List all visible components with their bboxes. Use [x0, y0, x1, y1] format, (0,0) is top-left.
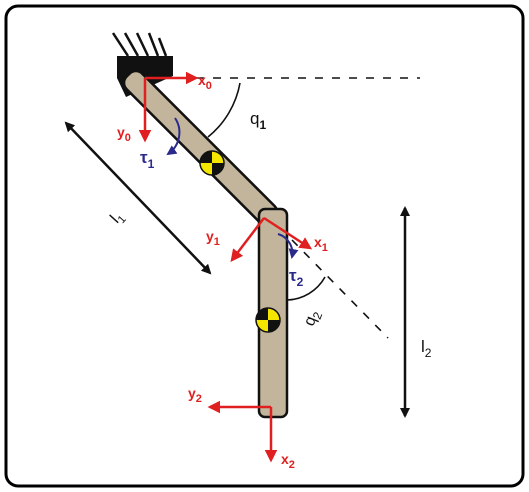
q2-label: q2 [301, 307, 326, 329]
y1-axis-arrow [230, 217, 265, 262]
tau2-torque-arrow [277, 233, 299, 259]
tau2-label: τ2 [289, 266, 304, 289]
x1-label: x1 [314, 234, 328, 254]
link1-center-of-mass-icon [199, 150, 225, 176]
tau1-label: τ1 [140, 148, 155, 171]
y0-label: y0 [117, 124, 131, 144]
y1-label: y1 [206, 228, 220, 248]
x2-label: x2 [281, 451, 295, 471]
q1-angle-arc [207, 82, 241, 138]
x0-label: x0 [198, 72, 212, 92]
q1-label: q1 [250, 109, 266, 132]
x1-axis-arrow [263, 216, 313, 250]
y2-label: y2 [188, 385, 202, 405]
link1-extension-dashed-line [291, 239, 389, 339]
link2-center-of-mass-icon [255, 307, 281, 333]
l1-length-arrow [64, 121, 212, 275]
q2-angle-arc [286, 276, 326, 301]
l2-label: l2 [421, 337, 432, 360]
